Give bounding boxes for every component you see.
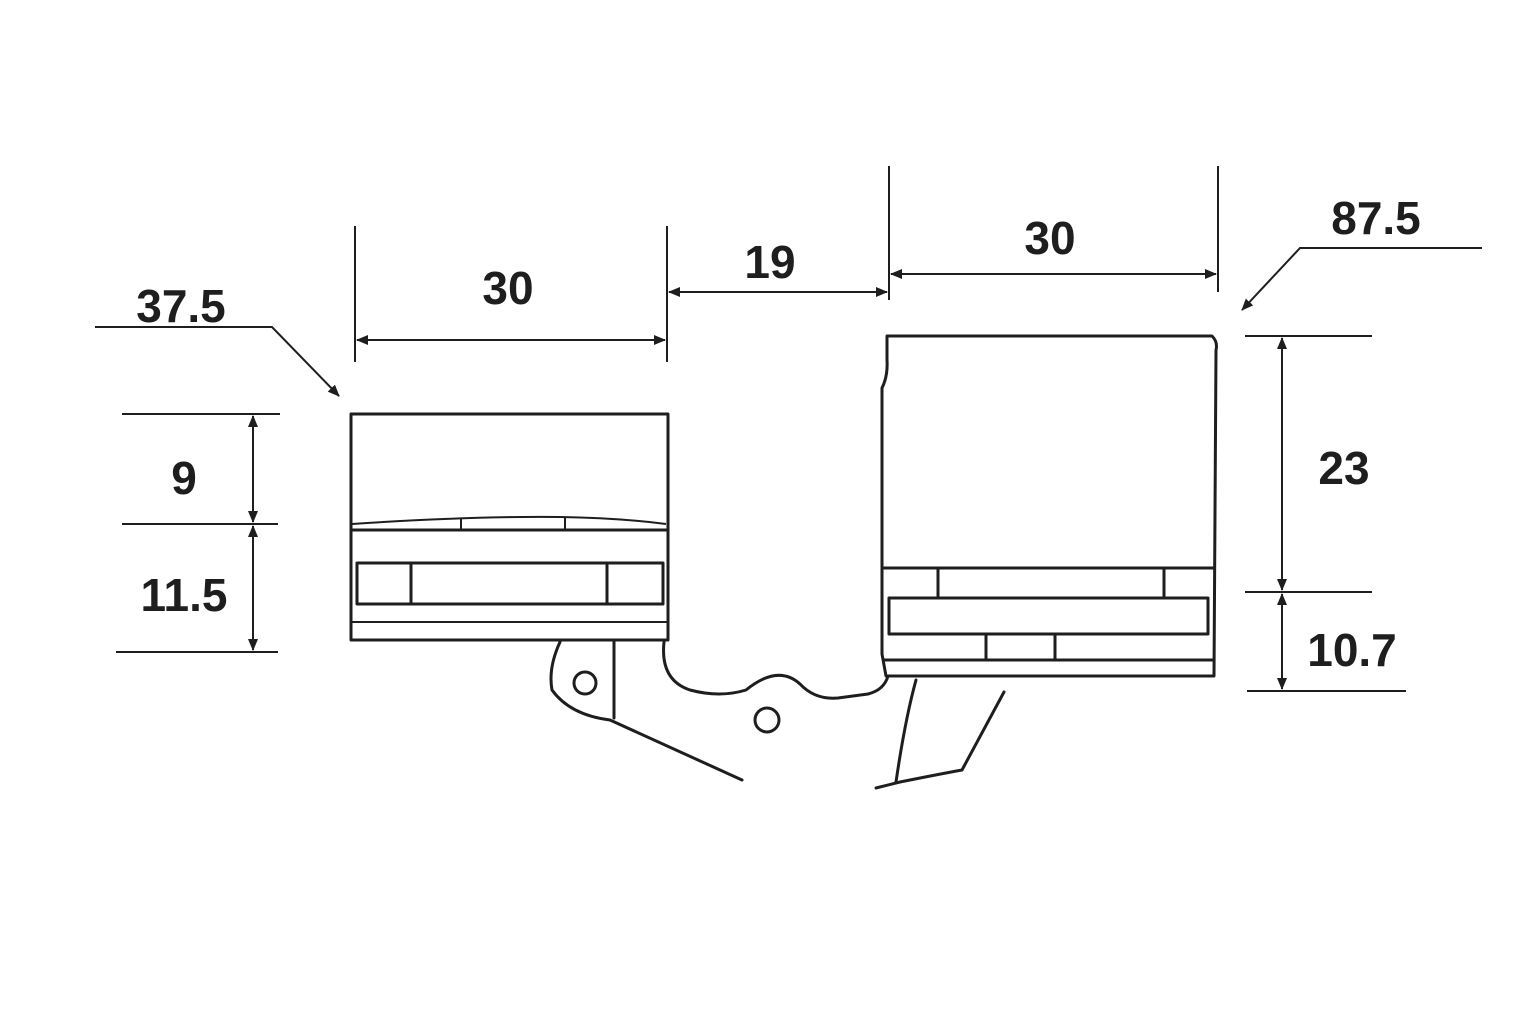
label-left-upper-height: 9 — [171, 452, 197, 504]
label-right-lower-height: 10.7 — [1307, 624, 1397, 676]
left-module — [349, 412, 744, 782]
label-left-offset: 37.5 — [136, 280, 226, 332]
dimension-lines — [95, 166, 1482, 692]
link-bar — [662, 640, 890, 734]
label-left-width: 30 — [482, 262, 533, 314]
label-left-lower-height: 11.5 — [141, 569, 228, 621]
label-right-width: 30 — [1024, 212, 1075, 264]
label-right-upper-height: 23 — [1318, 442, 1369, 494]
right-module — [874, 334, 1218, 790]
label-gap: 19 — [744, 236, 795, 288]
label-right-offset: 87.5 — [1331, 192, 1421, 244]
